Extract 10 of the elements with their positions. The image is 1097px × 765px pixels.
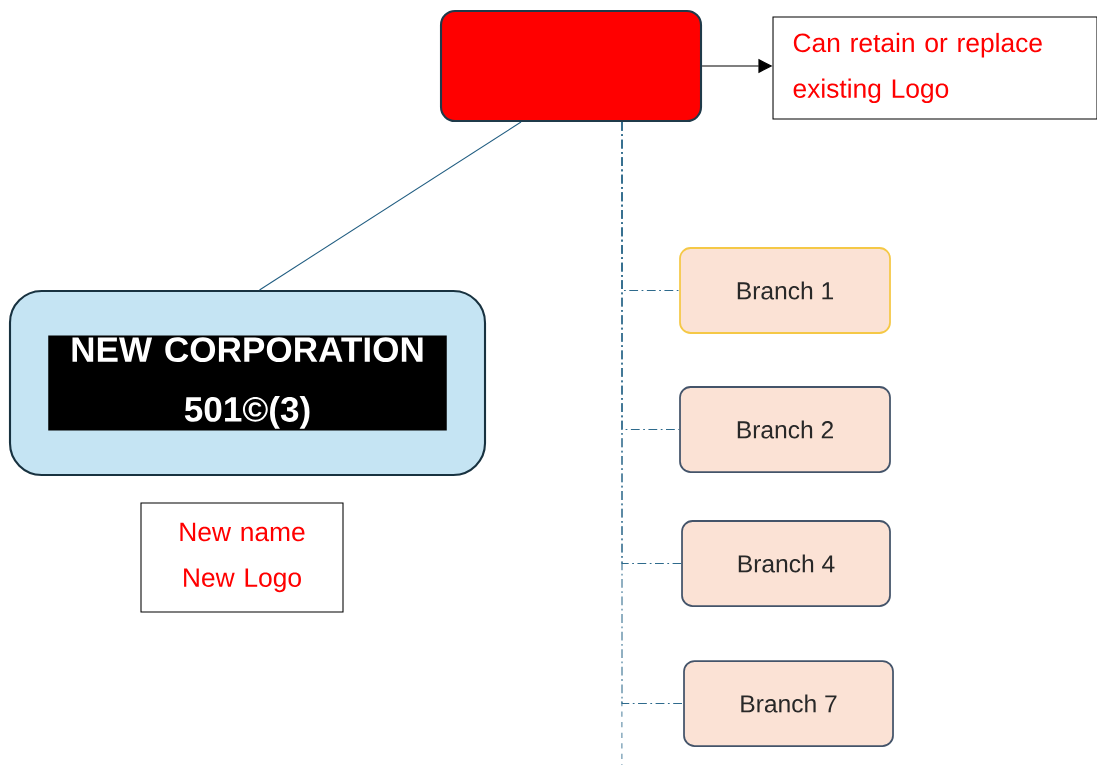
connector-line bbox=[259, 121, 522, 291]
branch-box: Branch 4 bbox=[681, 520, 891, 607]
branch-box: Branch 2 bbox=[679, 386, 891, 473]
connector-line bbox=[621, 121, 684, 705]
note-box: New name New Logo bbox=[140, 502, 344, 613]
box bbox=[439, 9, 703, 123]
branch-box: Branch 1 bbox=[679, 247, 891, 334]
note-box: Can retain or replace existing Logo bbox=[772, 16, 1097, 120]
corporation-box: NEW CORPORATION 501©(3) bbox=[8, 289, 487, 477]
branch-box: Branch 7 bbox=[683, 660, 894, 747]
